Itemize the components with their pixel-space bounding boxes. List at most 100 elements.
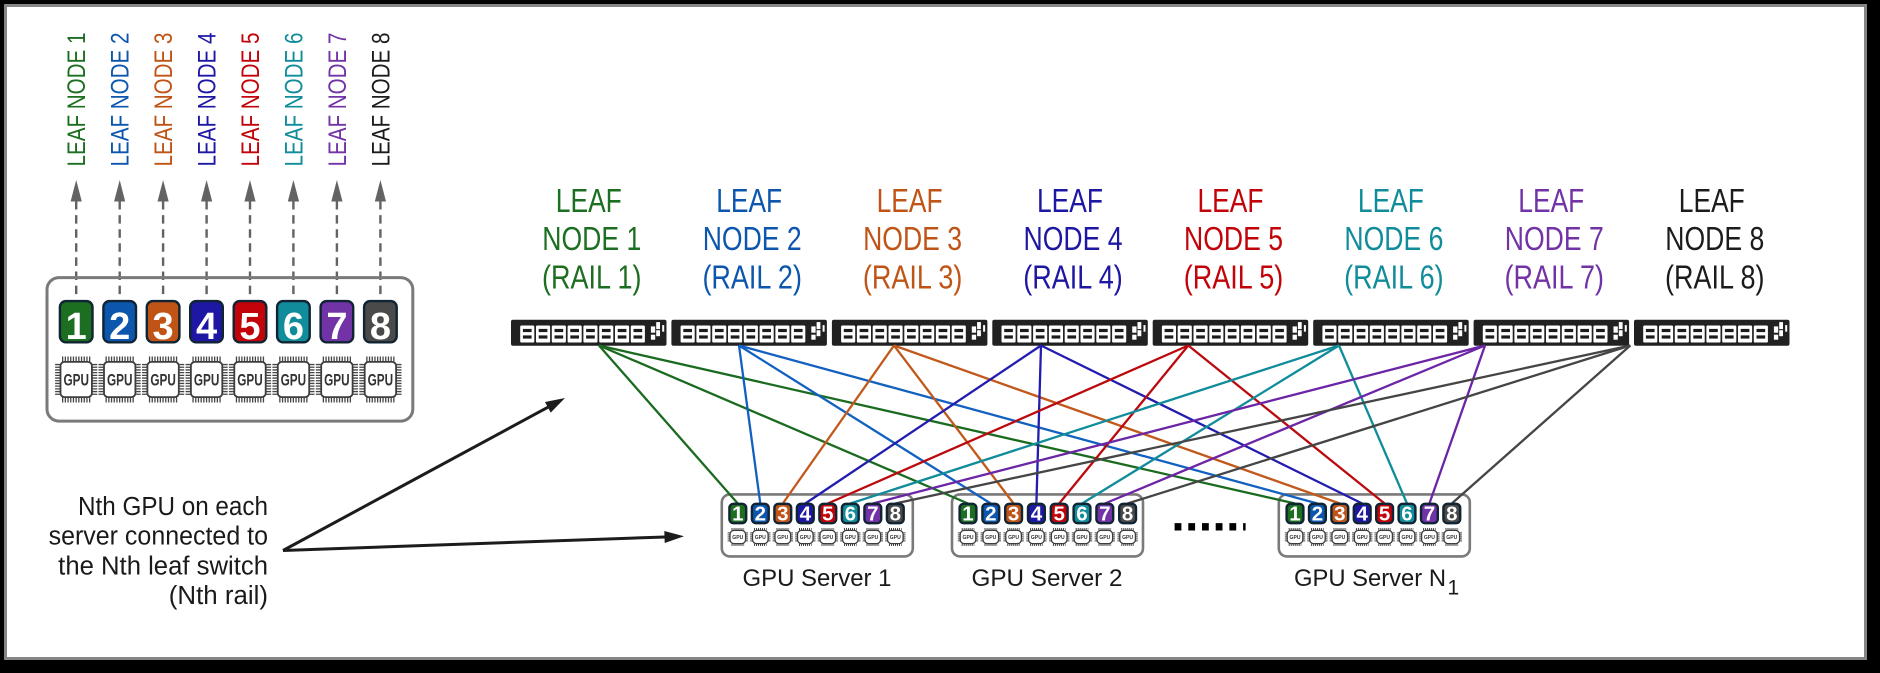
svg-text:GPU: GPU: [800, 535, 811, 541]
svg-text:LEAF NODE 2: LEAF NODE 2: [107, 33, 135, 167]
svg-text:GPU: GPU: [755, 535, 766, 541]
svg-text:5: 5: [822, 503, 833, 526]
svg-text:GPU: GPU: [1122, 535, 1133, 541]
svg-text:3: 3: [153, 306, 174, 348]
svg-text:1: 1: [732, 503, 743, 526]
svg-text:LEAF NODE 7: LEAF NODE 7: [324, 33, 352, 167]
svg-text:(RAIL 7): (RAIL 7): [1505, 260, 1605, 297]
svg-text:GPU: GPU: [1077, 535, 1088, 541]
svg-text:GPU: GPU: [194, 371, 220, 389]
svg-text:(RAIL 3): (RAIL 3): [863, 260, 963, 297]
svg-text:GPU: GPU: [1008, 535, 1019, 541]
svg-text:GPU: GPU: [150, 371, 176, 389]
svg-text:GPU: GPU: [1446, 535, 1457, 541]
svg-text:GPU: GPU: [777, 535, 788, 541]
svg-text:4: 4: [800, 503, 812, 526]
svg-text:LEAF NODE 3: LEAF NODE 3: [150, 33, 178, 167]
svg-text:GPU: GPU: [822, 535, 833, 541]
svg-text:5: 5: [1053, 503, 1064, 526]
svg-text:GPU Server 2: GPU Server 2: [972, 565, 1123, 592]
svg-text:8: 8: [1446, 503, 1457, 526]
svg-text:LEAF NODE 1: LEAF NODE 1: [63, 33, 91, 167]
svg-text:LEAF: LEAF: [1358, 183, 1424, 220]
svg-text:LEAF: LEAF: [1679, 183, 1745, 220]
svg-text:4: 4: [1356, 503, 1368, 526]
svg-text:LEAF NODE 8: LEAF NODE 8: [367, 33, 395, 167]
svg-text:GPU: GPU: [1334, 535, 1345, 541]
svg-text:GPU: GPU: [63, 371, 89, 389]
svg-text:GPU: GPU: [1379, 535, 1390, 541]
svg-text:GPU: GPU: [867, 535, 878, 541]
svg-text:(RAIL 8): (RAIL 8): [1665, 260, 1765, 297]
svg-text:LEAF: LEAF: [1518, 183, 1584, 220]
svg-text:6: 6: [283, 306, 304, 348]
svg-text:4: 4: [196, 306, 217, 348]
svg-text:8: 8: [890, 503, 901, 526]
svg-text:6: 6: [845, 503, 856, 526]
svg-text:LEAF: LEAF: [556, 183, 622, 220]
svg-text:3: 3: [777, 503, 788, 526]
svg-text:7: 7: [1424, 503, 1435, 526]
svg-text:7: 7: [867, 503, 878, 526]
svg-text:8: 8: [1122, 503, 1133, 526]
svg-text:GPU Server 1: GPU Server 1: [743, 565, 892, 592]
svg-text:4: 4: [1031, 503, 1043, 526]
svg-text:NODE 4: NODE 4: [1024, 221, 1123, 258]
svg-text:GPU Server N: GPU Server N: [1294, 565, 1446, 592]
svg-text:LEAF: LEAF: [1037, 183, 1103, 220]
svg-text:NODE 7: NODE 7: [1505, 221, 1604, 258]
svg-text:1: 1: [1448, 577, 1460, 600]
svg-text:(RAIL 1): (RAIL 1): [542, 260, 642, 297]
svg-text:LEAF: LEAF: [1198, 183, 1264, 220]
svg-text:GPU: GPU: [845, 535, 856, 541]
svg-text:GPU: GPU: [1031, 535, 1042, 541]
svg-text:6: 6: [1076, 503, 1087, 526]
svg-text:server connected to: server connected to: [49, 523, 268, 551]
svg-text:8: 8: [370, 306, 391, 348]
svg-text:GPU: GPU: [1312, 535, 1323, 541]
svg-text:1: 1: [1289, 503, 1300, 526]
svg-text:LEAF: LEAF: [716, 183, 782, 220]
svg-text:7: 7: [326, 306, 347, 348]
svg-text:GPU: GPU: [1290, 535, 1301, 541]
svg-text:the Nth leaf switch: the Nth leaf switch: [58, 552, 268, 580]
svg-text:GPU: GPU: [368, 371, 394, 389]
svg-text:LEAF NODE 4: LEAF NODE 4: [194, 32, 222, 166]
svg-text:GPU: GPU: [107, 371, 133, 389]
svg-text:LEAF NODE 5: LEAF NODE 5: [237, 33, 265, 167]
svg-text:GPU: GPU: [324, 371, 350, 389]
svg-text:2: 2: [1312, 503, 1323, 526]
svg-text:GPU: GPU: [1054, 535, 1065, 541]
svg-text:(RAIL 4): (RAIL 4): [1023, 260, 1123, 297]
svg-text:2: 2: [109, 306, 130, 348]
svg-text:(RAIL 5): (RAIL 5): [1184, 260, 1284, 297]
svg-text:GPU: GPU: [237, 371, 263, 389]
svg-text:1: 1: [962, 503, 973, 526]
svg-text:NODE 1: NODE 1: [542, 221, 641, 258]
svg-text:GPU: GPU: [1402, 535, 1413, 541]
svg-text:NODE 2: NODE 2: [703, 221, 802, 258]
svg-text:LEAF: LEAF: [877, 183, 943, 220]
svg-text:(Nth rail): (Nth rail): [169, 582, 268, 610]
svg-text:1: 1: [66, 306, 87, 348]
svg-text:5: 5: [239, 306, 260, 348]
svg-text:GPU: GPU: [1424, 535, 1435, 541]
svg-text:GPU: GPU: [281, 371, 307, 389]
svg-text:NODE 5: NODE 5: [1184, 221, 1283, 258]
svg-text:Nth GPU on each: Nth GPU on each: [78, 493, 268, 521]
svg-text:NODE 6: NODE 6: [1344, 221, 1443, 258]
svg-text:7: 7: [1099, 503, 1110, 526]
svg-text:5: 5: [1379, 503, 1390, 526]
svg-text:LEAF NODE 6: LEAF NODE 6: [280, 33, 308, 167]
svg-text:GPU: GPU: [1099, 535, 1110, 541]
svg-text:GPU: GPU: [732, 535, 743, 541]
svg-text:GPU: GPU: [963, 535, 974, 541]
svg-text:GPU: GPU: [1357, 535, 1368, 541]
svg-text:2: 2: [985, 503, 996, 526]
svg-text:(RAIL 6): (RAIL 6): [1344, 260, 1444, 297]
svg-text:NODE 8: NODE 8: [1665, 221, 1764, 258]
svg-text:NODE 3: NODE 3: [863, 221, 962, 258]
svg-text:GPU: GPU: [985, 535, 996, 541]
svg-text:2: 2: [755, 503, 766, 526]
svg-text:3: 3: [1334, 503, 1345, 526]
